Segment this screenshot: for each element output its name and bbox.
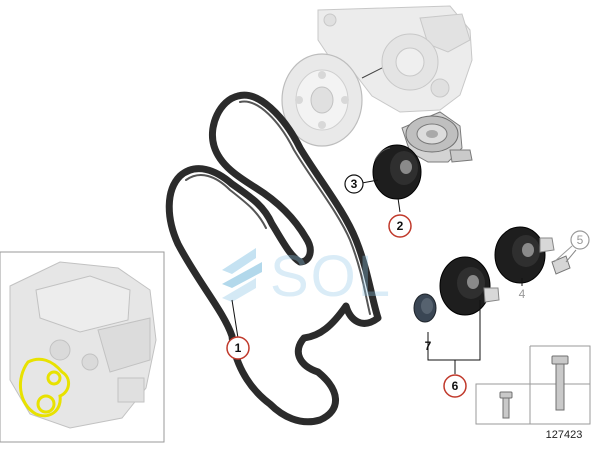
deflection-pulley — [439, 256, 500, 316]
hardware-box — [475, 345, 591, 425]
watermark-text: SOL — [270, 244, 392, 309]
svg-text:2: 2 — [397, 219, 404, 233]
tensioner-pulley — [372, 144, 422, 200]
pulley-cap — [413, 293, 437, 323]
short-bolt-icon — [499, 391, 513, 419]
svg-text:3: 3 — [351, 177, 358, 191]
reference-number: 127423 — [546, 429, 583, 441]
long-bolt-icon — [551, 355, 569, 411]
callout-2: 2 — [388, 214, 412, 238]
svg-text:4: 4 — [519, 287, 526, 301]
callout-5: 5 — [570, 230, 590, 250]
watermark-logo: SOL — [222, 244, 392, 309]
callout-7: 7 — [425, 339, 432, 353]
svg-text:7: 7 — [425, 339, 432, 353]
callout-3: 3 — [344, 174, 364, 194]
callout-4: 4 — [519, 287, 526, 301]
svg-text:1: 1 — [235, 341, 242, 355]
tensioner-body — [401, 111, 473, 163]
water-pump-housing — [317, 5, 473, 113]
callout-1: 1 — [226, 336, 250, 360]
callout-6: 6 — [443, 374, 467, 398]
leader-lines — [231, 179, 573, 374]
engine-inset — [0, 251, 165, 443]
svg-text:5: 5 — [577, 233, 584, 247]
idler-pulley-upper — [494, 226, 555, 284]
inset-belt-highlight — [18, 357, 70, 418]
bolt-part-5 — [551, 249, 577, 275]
svg-text:6: 6 — [452, 379, 459, 393]
water-pump-pulley — [281, 53, 383, 147]
